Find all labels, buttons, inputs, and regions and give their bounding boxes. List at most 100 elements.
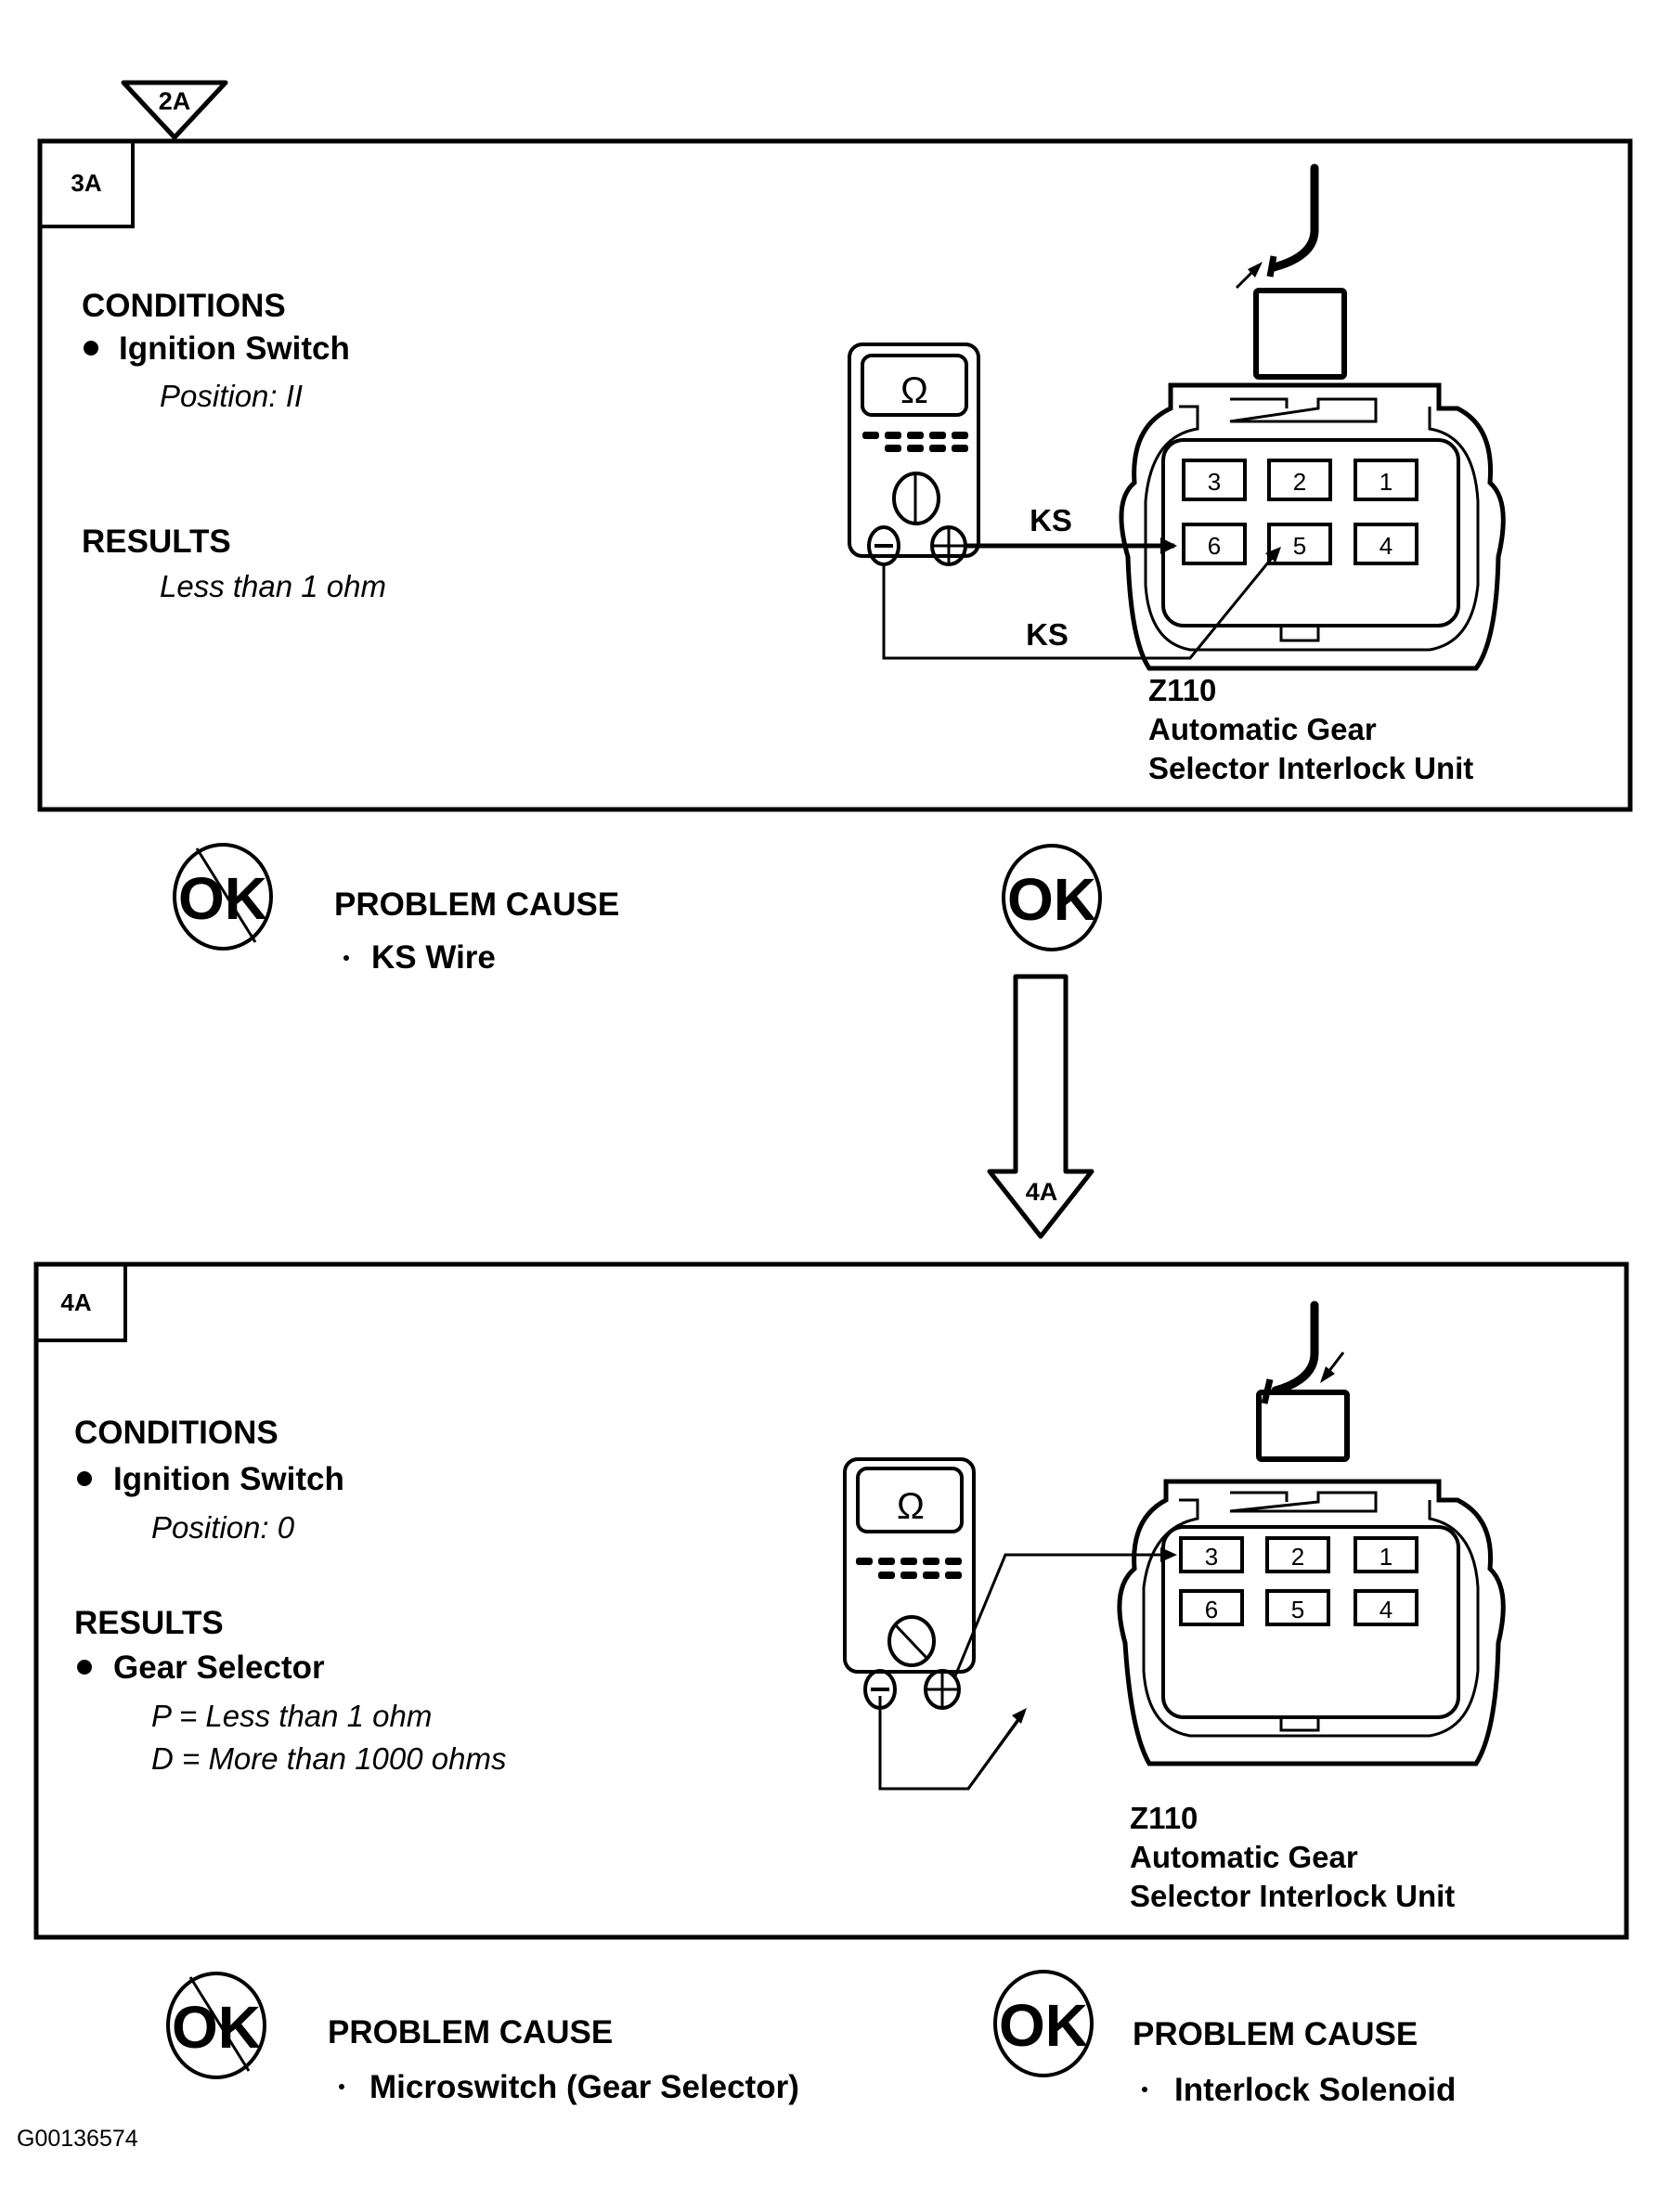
step-3a-id-box: 3A xyxy=(38,139,135,228)
bullet-icon xyxy=(84,341,98,356)
probe-wires: KS KS xyxy=(882,503,1281,660)
result-value: D = More than 1000 ohms xyxy=(151,1741,506,1776)
ok-icon: OK xyxy=(993,1970,1094,2077)
problem-cause-heading: PROBLEM CAUSE xyxy=(328,2014,613,2050)
pin-3: 3 xyxy=(1179,1536,1244,1573)
svg-text:4: 4 xyxy=(1380,532,1392,560)
figure-id: G00136574 xyxy=(17,2126,138,2152)
condition-detail: Position: 0 xyxy=(151,1510,295,1545)
pin-5: 5 xyxy=(1265,1589,1330,1626)
pin-6: 6 xyxy=(1182,523,1247,565)
step-3a-id: 3A xyxy=(71,169,101,197)
ohmmeter-icon: Ω xyxy=(843,1457,976,1710)
svg-text:1: 1 xyxy=(1380,1543,1392,1571)
negative-terminal-icon xyxy=(867,525,900,566)
pin-2: 2 xyxy=(1267,459,1332,501)
step-4a-conditions: CONDITIONS Ignition Switch Position: 0 xyxy=(74,1415,344,1545)
problem-cause-item: Interlock Solenoid xyxy=(1174,2072,1456,2108)
condition-detail: Position: II xyxy=(160,379,303,413)
problem-cause-item: KS Wire xyxy=(371,939,496,976)
conditions-heading: CONDITIONS xyxy=(82,288,286,324)
step-3a-conditions: CONDITIONS Ignition Switch Position: II xyxy=(82,288,350,413)
arrowhead-icon xyxy=(1265,547,1281,563)
step-4a-not-ok-outcome: OK PROBLEM CAUSE Microswitch (Gear Selec… xyxy=(166,1972,799,2105)
step-4a-id-box: 4A xyxy=(34,1262,127,1342)
arrowhead-icon xyxy=(1320,1366,1335,1383)
condition-item: Ignition Switch xyxy=(113,1461,344,1497)
positive-terminal-icon xyxy=(930,525,967,566)
component-name-line1: Automatic Gear xyxy=(1148,712,1377,746)
selector-dial-icon xyxy=(892,472,940,525)
bullet-icon xyxy=(1142,2087,1147,2092)
pin-6: 6 xyxy=(1179,1589,1244,1626)
bullet-icon xyxy=(77,1660,92,1675)
svg-text:6: 6 xyxy=(1205,1596,1218,1623)
pin-2: 2 xyxy=(1265,1536,1330,1573)
svg-text:5: 5 xyxy=(1291,1596,1304,1623)
condition-item: Ignition Switch xyxy=(119,330,350,367)
step-4a-panel: 4A CONDITIONS Ignition Switch Position: … xyxy=(33,1261,1629,1940)
svg-text:3: 3 xyxy=(1208,468,1221,496)
svg-text:3: 3 xyxy=(1205,1543,1218,1571)
wire-label-positive: KS xyxy=(1030,503,1072,537)
step-3a-not-ok-outcome: OK PROBLEM CAUSE KS Wire xyxy=(173,843,619,976)
step-3a-results: RESULTS Less than 1 ohm xyxy=(82,524,386,603)
results-item: Gear Selector xyxy=(113,1649,325,1686)
step-4a-id: 4A xyxy=(60,1288,91,1316)
svg-text:6: 6 xyxy=(1208,532,1221,560)
pin-grid: 3 2 1 6 5 4 xyxy=(1179,1536,1418,1626)
pin-4: 4 xyxy=(1354,523,1418,565)
probe-wires xyxy=(878,1547,1177,1791)
component-code: Z110 xyxy=(1130,1801,1198,1835)
positive-terminal-icon xyxy=(924,1669,961,1710)
entry-marker-2a: 2A xyxy=(121,80,228,140)
conditions-heading: CONDITIONS xyxy=(74,1415,278,1451)
svg-text:5: 5 xyxy=(1293,532,1306,560)
meter-buttons xyxy=(862,432,968,452)
result-value: P = Less than 1 ohm xyxy=(151,1699,432,1733)
component-code: Z110 xyxy=(1148,673,1216,707)
ohm-symbol: Ω xyxy=(900,370,928,411)
step-3a-panel: 3A CONDITIONS Ignition Switch Position: … xyxy=(37,138,1633,812)
arrowhead-icon xyxy=(1012,1708,1027,1724)
svg-text:2: 2 xyxy=(1293,468,1306,496)
pin-4: 4 xyxy=(1354,1589,1418,1626)
pin-3: 3 xyxy=(1182,459,1247,501)
results-heading: RESULTS xyxy=(74,1605,224,1641)
step-4a-ok-outcome: OK PROBLEM CAUSE Interlock Solenoid xyxy=(993,1970,1456,2108)
component-name-line2: Selector Interlock Unit xyxy=(1130,1879,1455,1913)
step-4a-results: RESULTS Gear Selector P = Less than 1 oh… xyxy=(74,1605,506,1776)
ohm-symbol: Ω xyxy=(897,1486,925,1527)
component-label: Z110 Automatic Gear Selector Interlock U… xyxy=(1130,1801,1455,1913)
component-label: Z110 Automatic Gear Selector Interlock U… xyxy=(1148,673,1473,785)
meter-buttons xyxy=(856,1558,962,1579)
svg-text:1: 1 xyxy=(1380,468,1392,496)
svg-text:OK: OK xyxy=(999,1992,1088,2059)
bullet-icon xyxy=(77,1471,92,1486)
not-ok-icon: OK xyxy=(173,843,273,951)
entry-marker-label: 2A xyxy=(159,87,191,115)
svg-text:OK: OK xyxy=(1007,866,1096,933)
svg-text:OK: OK xyxy=(178,865,267,932)
svg-text:4: 4 xyxy=(1380,1596,1392,1623)
ohmmeter-icon: Ω xyxy=(848,343,980,566)
svg-text:OK: OK xyxy=(172,1994,261,2061)
step-3a-ok-outcome: OK 4A xyxy=(987,844,1102,1239)
component-name-line1: Automatic Gear xyxy=(1130,1840,1358,1874)
pin-1: 1 xyxy=(1354,459,1418,501)
component-name-line2: Selector Interlock Unit xyxy=(1148,751,1473,785)
ok-icon: OK xyxy=(1002,844,1102,951)
connector-z110: 3 2 1 6 5 4 xyxy=(1117,1300,1506,1766)
result-value: Less than 1 ohm xyxy=(160,569,386,603)
svg-text:2: 2 xyxy=(1291,1543,1304,1571)
wire-label-negative: KS xyxy=(1026,617,1069,652)
bullet-icon xyxy=(343,955,349,961)
bullet-icon xyxy=(339,2084,344,2089)
selector-dial-icon xyxy=(887,1615,936,1667)
problem-cause-heading: PROBLEM CAUSE xyxy=(1133,2016,1418,2052)
next-step-label: 4A xyxy=(1026,1178,1058,1206)
next-step-arrow-icon: 4A xyxy=(987,974,1095,1239)
arrowhead-icon xyxy=(1248,262,1263,278)
results-heading: RESULTS xyxy=(82,524,231,560)
